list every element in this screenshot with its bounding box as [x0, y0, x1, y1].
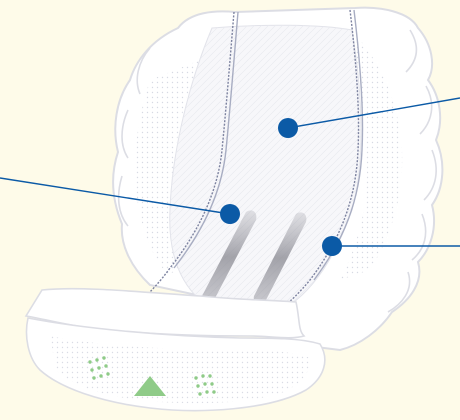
callout-marker-right[interactable] [322, 236, 342, 256]
callout-marker-top[interactable] [278, 118, 298, 138]
callout-marker-left[interactable] [220, 204, 240, 224]
